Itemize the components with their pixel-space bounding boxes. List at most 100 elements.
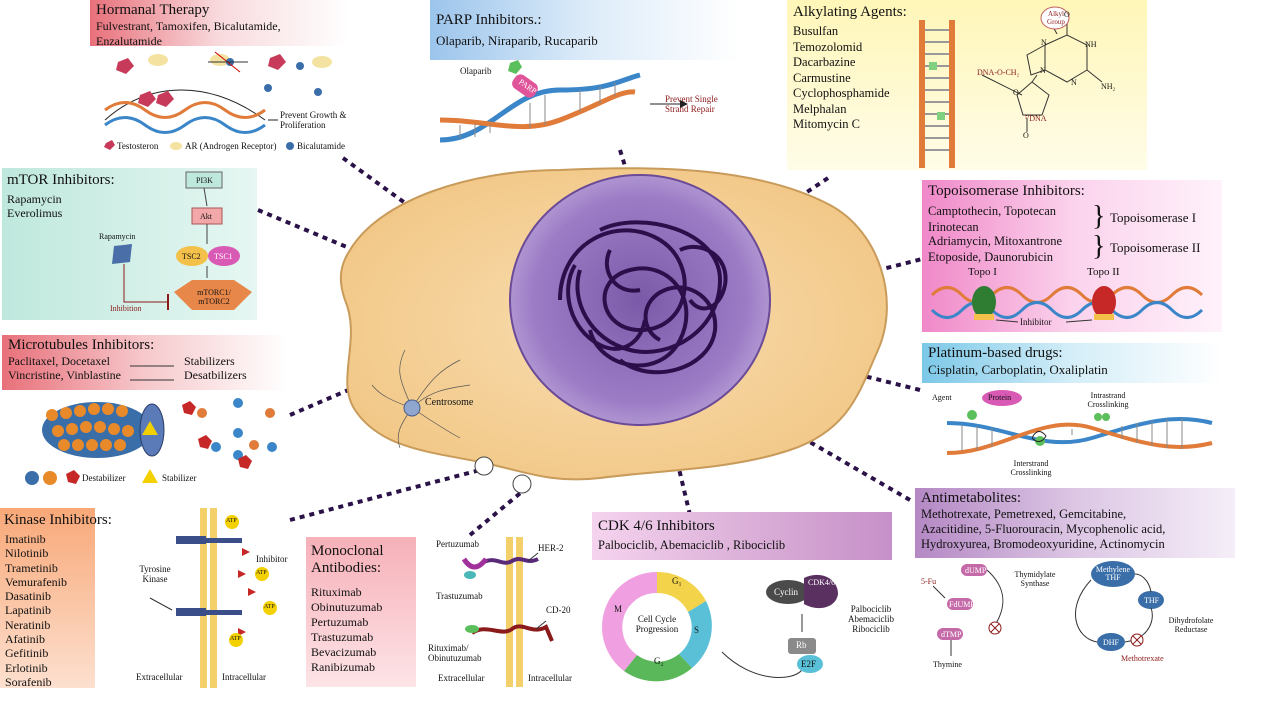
rituximab-label: Rituximab/ Obinutuzumab	[428, 643, 482, 663]
platinum-title: Platinum-based drugs:	[928, 345, 1063, 361]
cdk-diagram	[602, 571, 838, 682]
mab-drug: Trastuzumab	[311, 630, 374, 644]
mtor-node-mtorc: mTORC1/ mTORC2	[197, 288, 231, 306]
antimet-dtmp: dTMP	[941, 630, 962, 639]
kinase-title: Kinase Inhibitors:	[4, 512, 112, 528]
mtor-node-tsc1: TSC1	[214, 252, 233, 261]
topo-group1-drugs: Camptothecin, Topotecan Irinotecan	[928, 204, 1056, 235]
kinase-diagram	[149, 508, 277, 688]
alkylating-drug: Dacarbazine	[793, 55, 856, 69]
topo-title: Topoisomerase Inhibitors:	[928, 183, 1085, 199]
hormonal-drugs: Fulvestrant, Tamoxifen, Bicalutamide, En…	[96, 19, 281, 48]
micro-panel: Microtubules Inhibitors: Paclitaxel, Doc…	[2, 335, 288, 485]
antimet-diagram	[932, 561, 1164, 656]
micro-row1-effect: Stabilizers	[184, 354, 235, 368]
cdk-complex-cyclin: Cyclin	[774, 587, 798, 597]
antimet-dhfr: Dihydrofolate Reductase	[1168, 616, 1214, 634]
cdk-title: CDK 4/6 Inhibitors	[598, 518, 715, 534]
kinase-drug-list: Imatinib Nilotinib Trametinib Vemurafeni…	[5, 532, 67, 689]
topo-drug: Camptothecin, Topotecan	[928, 204, 1057, 218]
antimet-panel: Antimetabolites: Methotrexate, Pemetrexe…	[915, 488, 1235, 688]
kinase-drug: Nilotinib	[5, 546, 49, 561]
antimet-header: Antimetabolites: Methotrexate, Pemetrexe…	[915, 488, 1235, 558]
mab-drug: Pertuzumab	[311, 615, 369, 629]
topo1-label: Topo I	[968, 266, 997, 278]
hormonal-legend-testosterone: Testosteron	[117, 141, 159, 151]
topo-group2-drugs: Adriamycin, Mitoxantrone Etoposide, Daun…	[928, 234, 1062, 265]
topo-drug: Etoposide, Daunorubicin	[928, 249, 1053, 264]
cdk-drugs: Palbociclib, Abemaciclib , Ribociclib	[598, 538, 786, 552]
atp-label: ATP	[230, 636, 241, 642]
atp-label: ATP	[264, 604, 275, 610]
micro-title: Microtubules Inhibitors:	[8, 337, 155, 353]
platinum-header: Platinum-based drugs: Cisplatin, Carbopl…	[922, 343, 1222, 383]
mab-extracellular-label: Extracellular	[438, 673, 485, 683]
platinum-panel: Platinum-based drugs: Cisplatin, Carbopl…	[922, 343, 1222, 488]
parp-diagram	[439, 60, 688, 143]
topo-brace-1: }	[1092, 201, 1106, 232]
kinase-drug: Trametinib	[5, 560, 58, 575]
parp-drugs: Olaparib, Niraparib, Rucaparib	[436, 33, 598, 48]
platinum-intrastrand-label: Intrastrand Crosslinking	[1087, 391, 1129, 409]
alkylating-drug: Cyclophosphamide	[793, 86, 890, 100]
atp-label: ATP	[256, 570, 267, 576]
parp-outcome: Prevent Single Strand Repair	[665, 94, 718, 114]
phase-s: S	[694, 625, 700, 635]
kinase-intracellular-label: Intracellular	[222, 672, 266, 682]
topo2-label: Topo II	[1087, 266, 1120, 278]
mtor-drug-list: Rapamycin Everolimus	[7, 192, 62, 220]
mab-bg	[306, 537, 416, 687]
topo-diagram	[930, 286, 1204, 323]
micro-legend-destabilizer: Destabilizer	[82, 473, 126, 483]
antimet-mtx: Methotrexate	[1121, 654, 1164, 663]
micro-diagram	[25, 365, 277, 485]
atom-label: N	[1041, 38, 1047, 47]
micro-header: Microtubules Inhibitors: Paclitaxel, Doc…	[2, 335, 288, 390]
mab-title: Monoclonal Antibodies:	[311, 543, 384, 576]
antimet-dump: dUMP	[965, 566, 987, 575]
antimet-fdump: FdUMP	[949, 600, 975, 609]
atp-label: ATP	[226, 518, 237, 524]
mtor-diagram	[112, 171, 252, 310]
mtor-node-tsc2: TSC2	[182, 252, 201, 261]
alkylating-dna-label-2: ⁵'DNA	[1025, 114, 1047, 123]
cdk-complex-rb: Rb	[796, 640, 807, 650]
antimet-5fu: 5-Fu	[921, 577, 937, 586]
parp-title: PARP Inhibitors.:	[436, 12, 542, 28]
atom-label: N	[1071, 78, 1077, 87]
mab-drug: Obinutuzumab	[311, 600, 383, 614]
mtor-node-akt: Akt	[200, 212, 212, 221]
kinase-panel: Kinase Inhibitors: Imatinib Nilotinib Tr…	[0, 508, 290, 689]
topo-drug: Irinotecan	[928, 219, 979, 234]
hormonal-outcome: Prevent Growth & Proliferation	[280, 110, 347, 130]
alkylating-drug: Melphalan	[793, 101, 847, 116]
topo-group1-label: Topoisomerase I	[1110, 210, 1197, 225]
atom-label: O	[1023, 131, 1029, 140]
alkyl-group-label: Alkyl Group	[1047, 10, 1065, 26]
antimet-mthf: Methylene THF	[1095, 565, 1131, 582]
parp-drug-label: Olaparib	[460, 66, 492, 76]
hormonal-legend-bicalutamide: Bicalutamide	[297, 141, 345, 151]
kinase-drug: Dasatinib	[5, 589, 51, 604]
nucleus	[509, 174, 771, 426]
mab-drug: Rituximab	[311, 585, 362, 599]
cd20-label: CD-20	[546, 605, 571, 615]
cdk-complex-cdk46: CDK4/6	[808, 578, 836, 587]
antimet-drug-line: Azacitidine, 5-Fluorouracin, Mycophenoli…	[921, 522, 1166, 536]
micro-legend-stabilizer: Stabilizer	[162, 473, 197, 483]
mtor-inhibition-label: Inhibition	[110, 304, 142, 313]
cell-cycle-wheel	[602, 571, 712, 682]
mtor-node-pi3k: PI3K	[196, 176, 213, 185]
atom-label: N	[1040, 66, 1046, 75]
phase-g1: G₁	[672, 576, 682, 586]
cdk-header: CDK 4/6 Inhibitors Palbociclib, Abemacic…	[592, 512, 892, 560]
centrosome-label: Centrosome	[425, 397, 474, 408]
mtor-drug-label: Rapamycin	[99, 232, 136, 241]
mab-diagram	[461, 537, 554, 687]
mtor-panel: mTOR Inhibitors: Rapamycin Everolimus PI…	[2, 168, 257, 320]
alkylating-drug: Mitomycin C	[793, 117, 861, 131]
antimet-dhf: DHF	[1103, 638, 1120, 647]
phase-m: M	[614, 604, 623, 614]
mtor-drug: Rapamycin	[7, 192, 62, 206]
kinase-extracellular-label: Extracellular	[136, 672, 183, 682]
